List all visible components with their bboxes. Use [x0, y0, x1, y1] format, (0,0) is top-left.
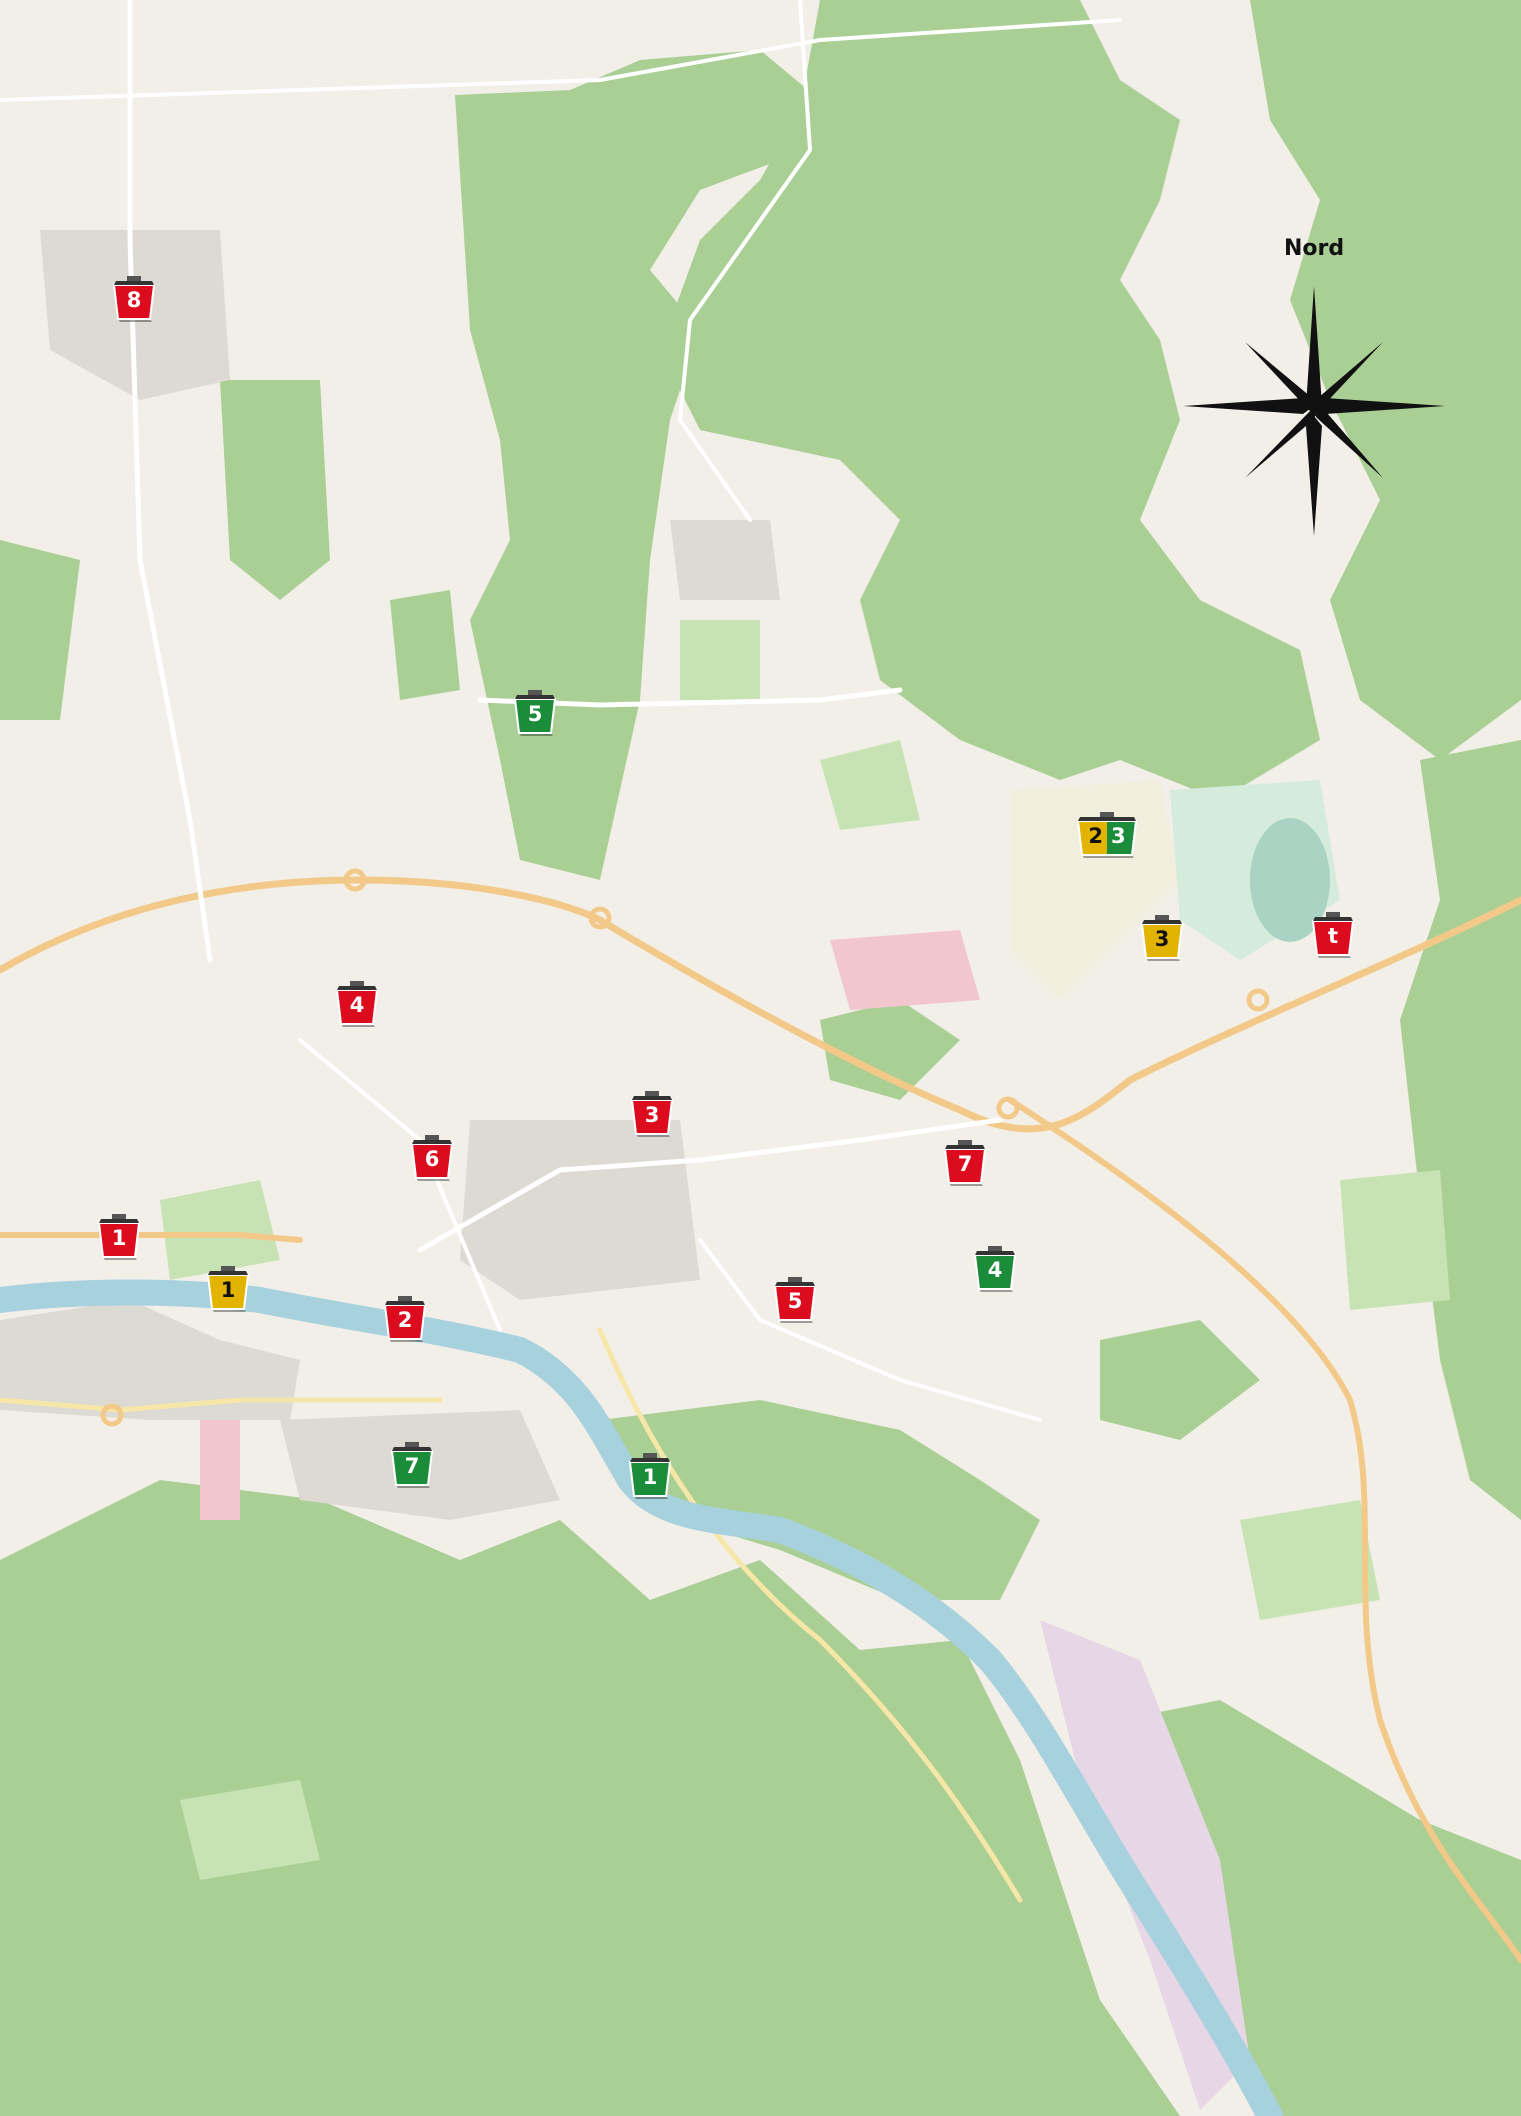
- red-bin-marker[interactable]: t: [1310, 909, 1356, 959]
- trash-bin-icon: [628, 1453, 672, 1499]
- marker-label: 3: [1154, 927, 1170, 951]
- marker-label: 8: [126, 288, 142, 312]
- marker-label-left: 2: [1088, 824, 1103, 848]
- trash-bin-icon: [513, 690, 557, 736]
- marker-label: 3: [644, 1103, 660, 1127]
- red-bin-marker[interactable]: 7: [942, 1137, 988, 1187]
- red-bin-marker[interactable]: 1: [96, 1211, 142, 1261]
- red-bin-marker[interactable]: 4: [334, 978, 380, 1028]
- yellow-bin-marker[interactable]: 3: [1139, 912, 1185, 962]
- trash-bin-icon: [335, 981, 379, 1027]
- marker-label: 4: [349, 993, 365, 1017]
- trash-bin-icon: [1076, 812, 1138, 858]
- green-bin-marker[interactable]: 4: [972, 1243, 1018, 1293]
- compass-label: Nord: [1283, 236, 1345, 261]
- river: [0, 1279, 1283, 2116]
- trash-bin-icon: [773, 1277, 817, 1323]
- red-bin-marker[interactable]: 3: [629, 1088, 675, 1138]
- trash-bin-icon: [112, 276, 156, 322]
- marker-label: 5: [787, 1289, 803, 1313]
- yellow-bin-marker[interactable]: 1: [205, 1263, 251, 1313]
- trash-bin-icon: [390, 1442, 434, 1488]
- green-bin-marker[interactable]: 1: [627, 1450, 673, 1500]
- green-bin-marker[interactable]: 7: [389, 1439, 435, 1489]
- marker-label: 2: [397, 1308, 413, 1332]
- marker-label: 1: [220, 1278, 236, 1302]
- compass: Nord: [1183, 236, 1445, 546]
- trash-bin-icon: [943, 1140, 987, 1186]
- marker-label-right: 3: [1111, 824, 1126, 848]
- marker-label: 7: [404, 1454, 420, 1478]
- marker-label: t: [1327, 924, 1339, 948]
- marker-label: 5: [527, 702, 543, 726]
- red-bin-marker[interactable]: 8: [111, 273, 157, 323]
- red-bin-marker[interactable]: 6: [409, 1132, 455, 1182]
- green-bin-marker[interactable]: 5: [512, 687, 558, 737]
- trash-bin-icon: [1311, 912, 1355, 958]
- marker-label: 7: [957, 1152, 973, 1176]
- trash-bin-icon: [630, 1091, 674, 1137]
- marker-label: 1: [111, 1226, 127, 1250]
- trash-bin-icon: [1140, 915, 1184, 961]
- trash-bin-icon: [973, 1246, 1017, 1292]
- trash-bin-icon: [383, 1296, 427, 1342]
- marker-label: 6: [424, 1147, 440, 1171]
- trash-bin-icon: [206, 1266, 250, 1312]
- marker-label: 1: [642, 1465, 658, 1489]
- red-bin-marker[interactable]: 2: [382, 1293, 428, 1343]
- red-bin-marker[interactable]: 5: [772, 1274, 818, 1324]
- compass-rose-icon: [1183, 286, 1445, 536]
- trash-bin-icon: [97, 1214, 141, 1260]
- roundabouts: [100, 868, 1270, 1427]
- trash-bin-icon: [410, 1135, 454, 1181]
- light-green-areas: [160, 620, 1450, 1880]
- marker-label: 4: [987, 1258, 1003, 1282]
